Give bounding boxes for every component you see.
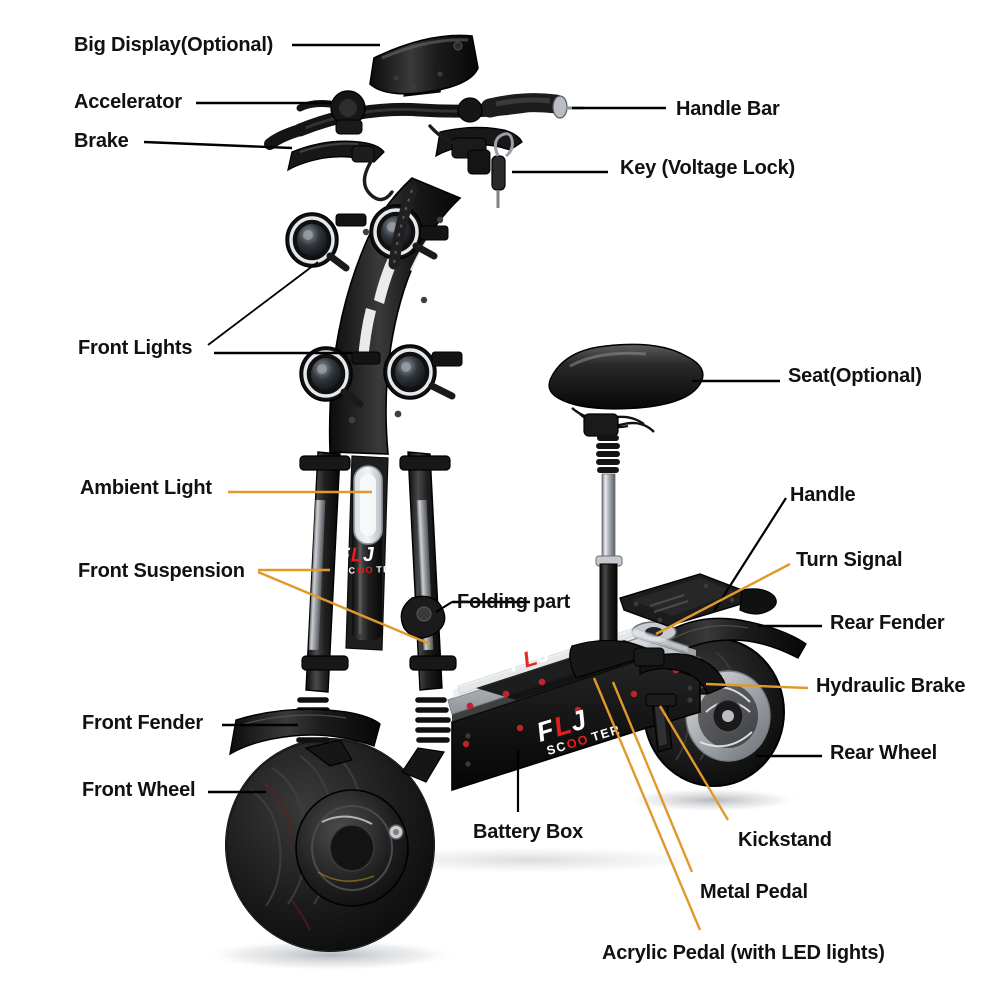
- battery-box-graphic: F L J F L J SC OO TER: [447, 627, 701, 792]
- svg-text:SC: SC: [545, 739, 569, 758]
- kickstand-graphic: [645, 693, 677, 753]
- leader-turn-signal: [655, 562, 791, 636]
- front-wheel-graphic: [225, 738, 435, 952]
- handle-graphic: [619, 573, 777, 627]
- ambient-light-graphic: [353, 465, 383, 545]
- callout-rear-fender: Rear Fender: [830, 612, 945, 634]
- key-graphic: [491, 132, 514, 208]
- svg-text:L: L: [350, 544, 363, 566]
- leader-front-susp-b: [257, 570, 431, 646]
- callout-ambient-light: Ambient Light: [80, 477, 212, 499]
- brake-lever-graphic: [287, 140, 385, 172]
- svg-text:J: J: [362, 544, 375, 566]
- leader-acrylic-pedal: [592, 677, 702, 931]
- folding-part-graphic: [400, 595, 446, 639]
- callout-battery-box: Battery Box: [473, 821, 584, 843]
- rear-frame-graphic: [633, 647, 727, 695]
- callout-kickstand: Kickstand: [738, 829, 832, 851]
- acrylic-pedal-graphic: [457, 627, 689, 695]
- leader-kickstand: [658, 705, 730, 821]
- leader-handle: [713, 497, 787, 612]
- leader-metal-pedal: [611, 681, 694, 873]
- callout-handle: Handle: [790, 484, 856, 506]
- handle-bar-grip: [480, 93, 584, 119]
- leader-brake: [143, 140, 293, 150]
- callout-key: Key (Voltage Lock): [620, 157, 795, 179]
- callout-handle-bar: Handle Bar: [676, 98, 780, 120]
- callout-turn-signal: Turn Signal: [796, 549, 903, 571]
- leader-folding-a: [435, 601, 453, 613]
- svg-text:F: F: [337, 545, 351, 567]
- callout-hydraulic-brake: Hydraulic Brake: [816, 675, 966, 697]
- callout-accelerator: Accelerator: [74, 91, 182, 113]
- callout-front-wheel: Front Wheel: [82, 779, 196, 801]
- leader-lines: [143, 43, 822, 931]
- callout-acrylic-pedal: Acrylic Pedal (with LED lights): [602, 942, 885, 964]
- seat-graphic: [548, 343, 704, 679]
- callout-front-fender: Front Fender: [82, 712, 203, 734]
- svg-text:SC: SC: [341, 565, 356, 576]
- stem-graphic: F L J SC OO TER: [328, 177, 462, 639]
- callout-brake: Brake: [74, 130, 129, 152]
- svg-text:OO: OO: [565, 732, 591, 752]
- svg-text:TER: TER: [376, 564, 398, 575]
- callout-front-lights: Front Lights: [78, 337, 193, 359]
- callout-seat: Seat(Optional): [788, 365, 922, 387]
- callout-metal-pedal: Metal Pedal: [700, 881, 808, 903]
- leader-front-lights-upper: [207, 261, 319, 346]
- big-display-graphic: [369, 34, 479, 95]
- svg-text:OO: OO: [357, 565, 374, 576]
- callout-big-display: Big Display(Optional): [74, 34, 274, 56]
- callout-front-suspension: Front Suspension: [78, 560, 245, 582]
- leader-hydraulic: [705, 682, 809, 690]
- callout-rear-wheel: Rear Wheel: [830, 742, 937, 764]
- callout-folding-part: Folding part: [457, 591, 571, 613]
- front-fender-graphic: [229, 708, 381, 756]
